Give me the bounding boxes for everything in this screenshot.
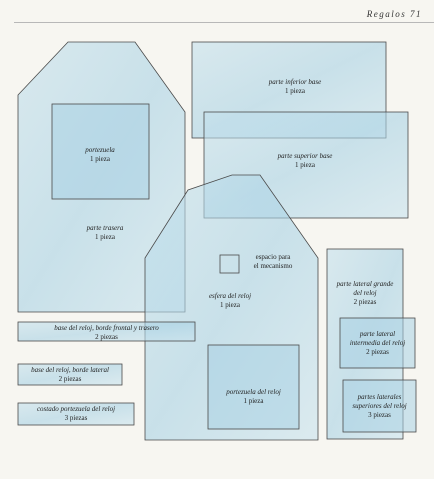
base-frontal-trasero-label: base del reloj, borde frontal y trasero …	[54, 324, 159, 341]
portezuela-reloj-shape	[207, 344, 300, 430]
costado-portezuela-label: costado portezuela del reloj 3 piezas	[36, 405, 116, 422]
portezuela-reloj-label: portezuela del reloj 1 pieza	[226, 388, 281, 405]
header-rule	[14, 22, 434, 23]
base-lateral-label: base del reloj, borde lateral 2 piezas	[31, 366, 109, 383]
laterales-superiores-shape	[342, 379, 417, 433]
portezuela-shape	[51, 103, 150, 200]
parte-inferior-base-label: parte inferior base 1 pieza	[268, 78, 322, 95]
laterales-superiores-label: partes laterales superiores del reloj 3 …	[352, 393, 407, 419]
parte-trasera-label: parte trasera 1 pieza	[86, 224, 124, 241]
lateral-grande-label: parte lateral grande del reloj 2 piezas	[336, 280, 394, 306]
lateral-intermedia-shape	[339, 317, 416, 369]
espacio-mecanismo-shape	[219, 254, 240, 274]
lateral-intermedia-label: parte lateral intermedia del reloj 2 pie…	[349, 330, 406, 356]
page-header: Regalos 71	[366, 9, 422, 19]
esfera-reloj-label: esfera del reloj 1 pieza	[208, 292, 252, 309]
espacio-mecanismo-label: espacio para el mecanismo	[253, 253, 293, 270]
base-frontal-trasero-shape	[17, 321, 196, 342]
parte-superior-base-label: parte superior base 1 pieza	[277, 152, 333, 169]
costado-portezuela-shape	[17, 402, 135, 426]
portezuela-label: portezuela 1 pieza	[85, 146, 115, 163]
base-lateral-shape	[17, 363, 123, 386]
